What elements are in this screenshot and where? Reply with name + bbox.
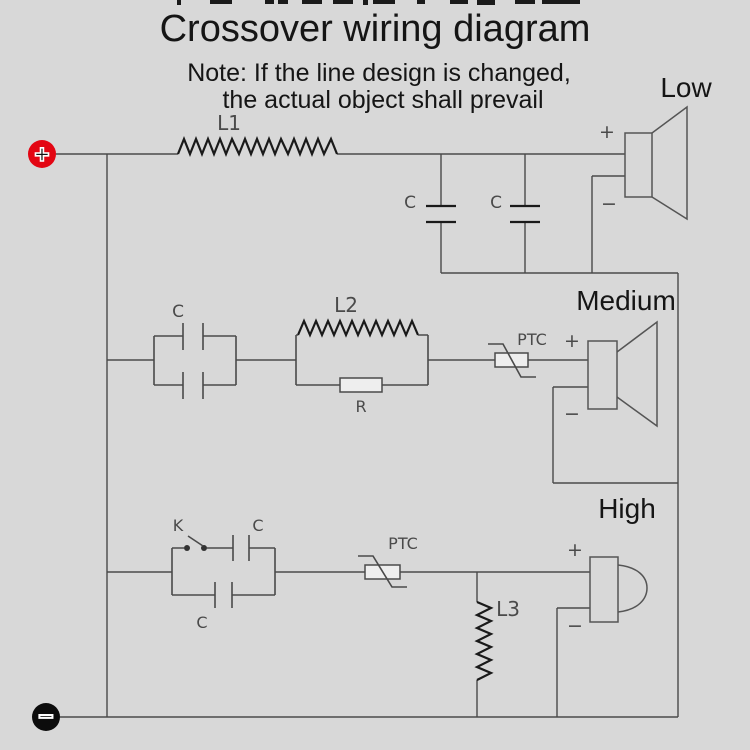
high-speaker-plus: + (567, 539, 583, 561)
inductor-l1-label: L1 (217, 111, 241, 135)
capacitor-high-top-label: C (252, 516, 263, 535)
cropped-text-remnant (177, 0, 580, 5)
positive-terminal: + (28, 138, 56, 170)
medium-speaker-plus: + (564, 330, 580, 352)
inductor-l3: L3 (474, 572, 520, 717)
page-title: Crossover wiring diagram (160, 8, 591, 50)
inductor-l1: L1 (176, 111, 339, 157)
capacitor-high-bottom-label: C (196, 613, 207, 632)
inductor-l3-label: L3 (496, 597, 520, 621)
inductor-l2-resistor-block: L2 R (295, 293, 429, 416)
low-channel-label: Low (660, 72, 712, 103)
high-minus-wire (556, 607, 590, 717)
resistor-r-label: R (355, 397, 366, 416)
high-speaker-icon (589, 556, 648, 623)
capacitor-low-2-label: C (490, 193, 502, 213)
switch-capacitor-block-high: K C C (171, 516, 276, 632)
resistor-r (339, 377, 383, 393)
low-minus-wire (591, 175, 625, 273)
high-channel-label: High (598, 493, 656, 524)
medium-channel: C L2 R PTC + − Medium (107, 285, 678, 484)
minus-icon: − (38, 701, 53, 731)
high-speaker-minus: − (567, 615, 583, 637)
capacitor-low-1: C (404, 154, 456, 273)
medium-speaker-icon (587, 320, 658, 428)
high-channel: K C C PTC L3 + − High (107, 493, 656, 717)
capacitor-low-2: C (490, 154, 540, 273)
negative-terminal: − (32, 700, 60, 732)
capacitor-bank-medium: C (153, 302, 237, 399)
capacitor-medium-label: C (172, 302, 184, 322)
low-speaker-plus: + (599, 121, 615, 143)
ptc-high: PTC (358, 534, 418, 588)
medium-speaker-minus: − (564, 403, 580, 425)
inductor-l2-label: L2 (334, 293, 358, 317)
switch-k-label: K (173, 516, 184, 535)
note-line-1: Note: If the line design is changed, (187, 59, 571, 87)
capacitor-low-1-label: C (404, 193, 416, 213)
low-speaker-icon (624, 105, 688, 221)
note-line-2: the actual object shall prevail (222, 86, 543, 114)
medium-channel-label: Medium (576, 285, 676, 316)
plus-icon: + (34, 139, 49, 169)
low-speaker-minus: − (601, 193, 617, 215)
low-channel: L1 C C + − Low (176, 72, 712, 274)
ptc-high-label: PTC (388, 534, 418, 553)
switch-k (184, 535, 207, 551)
ptc-medium-label: PTC (517, 330, 547, 349)
bus-wires (56, 153, 679, 718)
ptc-medium: PTC (488, 330, 547, 378)
medium-minus-wire (552, 386, 678, 484)
